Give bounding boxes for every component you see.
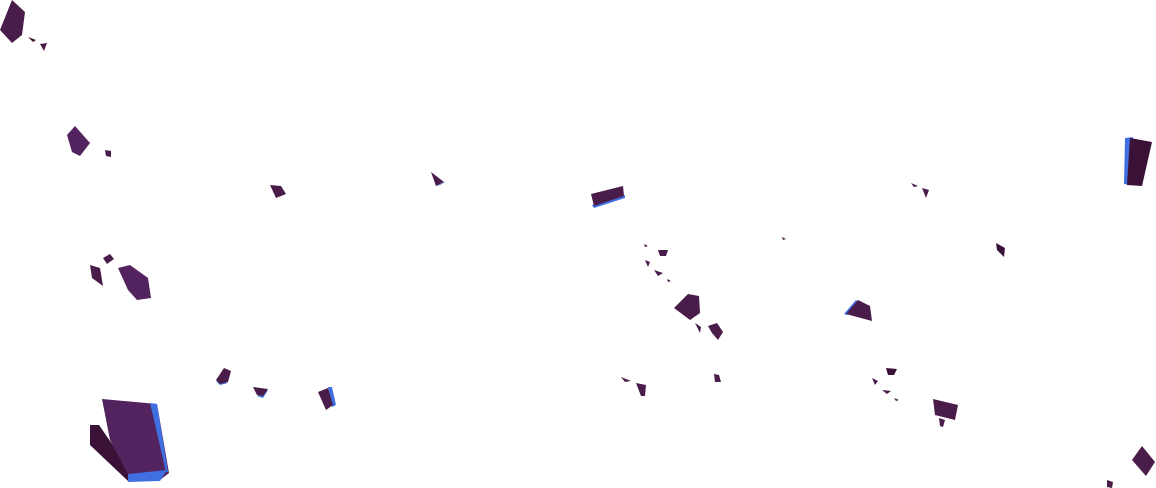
crystal-shard bbox=[1127, 138, 1152, 186]
crystal-shard bbox=[894, 398, 899, 401]
crystal-shard bbox=[216, 368, 231, 384]
crystal-shard bbox=[0, 0, 25, 43]
crystal-shard bbox=[40, 43, 47, 51]
crystal-shard bbox=[782, 237, 786, 240]
crystal-shard bbox=[922, 188, 929, 198]
crystal-shard bbox=[103, 254, 114, 264]
crystal-shard bbox=[1107, 480, 1113, 488]
crystal-shard bbox=[882, 390, 891, 394]
crystal-shard bbox=[318, 388, 333, 410]
crystal-shard bbox=[695, 323, 701, 333]
crystal-shard bbox=[911, 183, 918, 187]
crystal-shard bbox=[996, 243, 1005, 257]
crystal-shard bbox=[708, 323, 723, 340]
crystal-shard bbox=[90, 265, 103, 286]
crystal-shard bbox=[667, 279, 671, 282]
crystal-shard bbox=[102, 399, 169, 480]
crystal-shard bbox=[872, 378, 878, 385]
crystal-shard bbox=[621, 377, 631, 382]
crystal-shard bbox=[118, 265, 151, 300]
crystal-shard bbox=[654, 270, 663, 276]
crystal-shard bbox=[939, 418, 945, 427]
crystal-edge bbox=[844, 300, 858, 315]
crystal-edge bbox=[128, 470, 167, 482]
crystal-shard bbox=[886, 368, 897, 375]
crystal-edge bbox=[150, 403, 168, 472]
crystal-shard bbox=[591, 186, 624, 206]
crystal-edge bbox=[328, 387, 336, 407]
crystal-shard bbox=[270, 185, 286, 198]
crystal-shard bbox=[105, 150, 111, 157]
crystal-edge bbox=[436, 181, 447, 186]
large-crystal bbox=[90, 399, 169, 482]
crystal-shard bbox=[253, 387, 268, 396]
crystal-shard bbox=[1132, 446, 1155, 476]
crystal-shard bbox=[674, 294, 700, 320]
crystal-shard bbox=[846, 300, 872, 321]
crystal-shard bbox=[431, 172, 444, 186]
crystal-shard bbox=[714, 374, 721, 382]
crystal-shard bbox=[658, 250, 668, 256]
crystal-shard bbox=[90, 425, 130, 481]
crystal-shard bbox=[67, 126, 90, 156]
crystal-shard bbox=[645, 260, 650, 267]
crystal-shard bbox=[933, 399, 958, 420]
crystal-shard bbox=[644, 244, 648, 247]
crystal-shard bbox=[28, 37, 36, 42]
crystal-shard bbox=[636, 383, 646, 396]
